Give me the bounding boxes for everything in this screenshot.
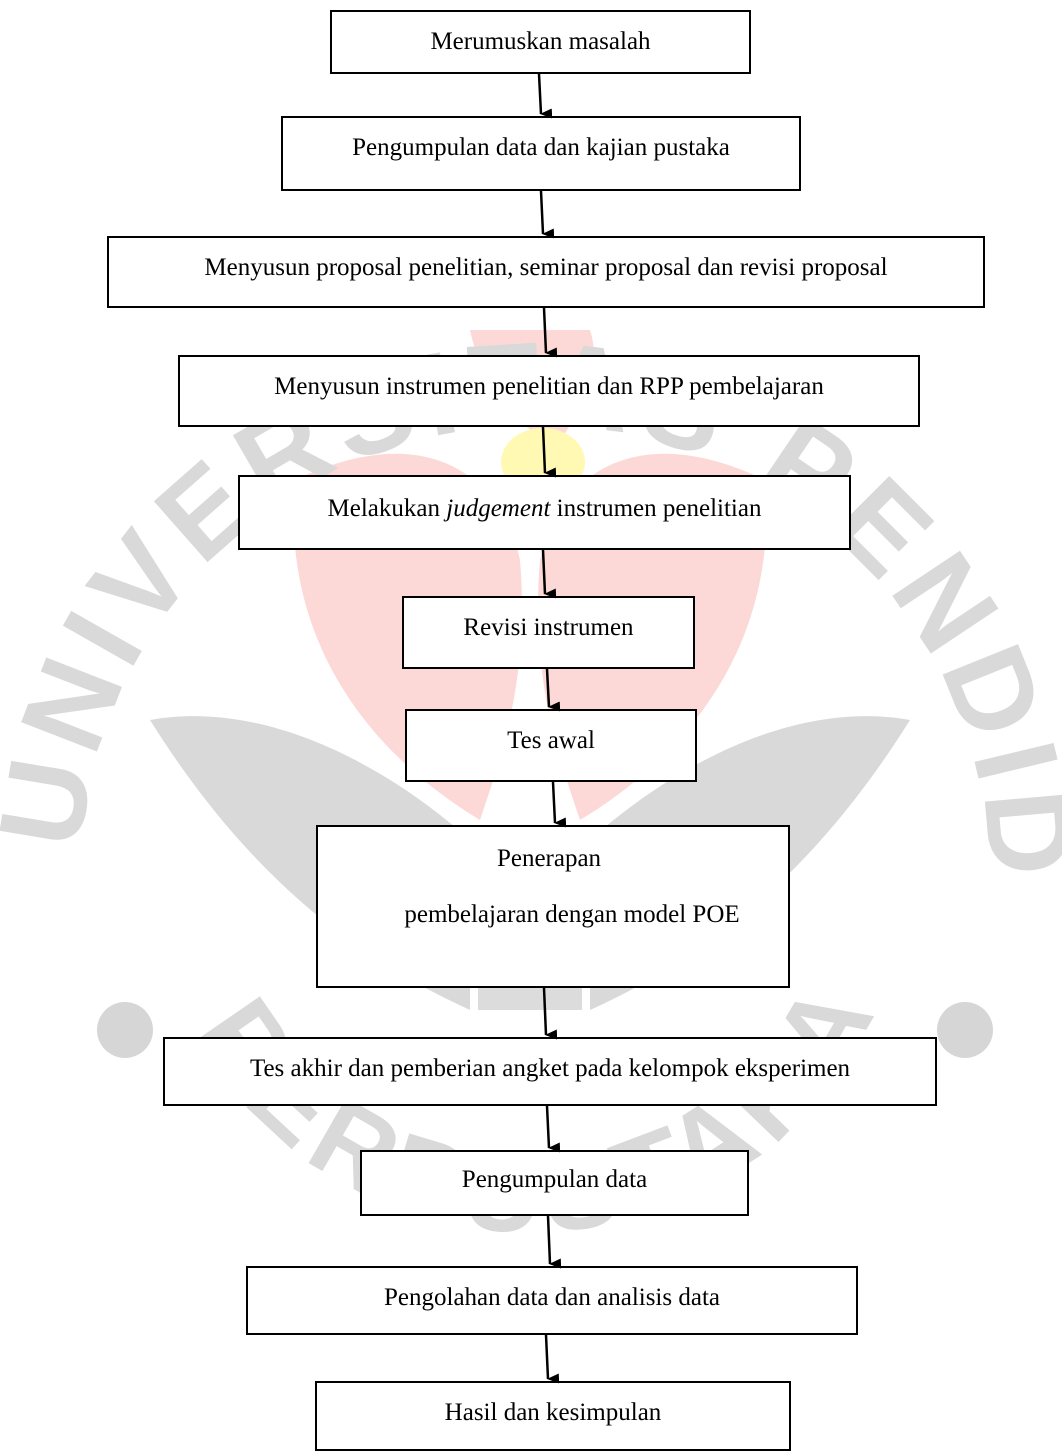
step-label-italic: judgement	[446, 495, 551, 522]
step-label: Pengumpulan data	[461, 1166, 648, 1193]
arrow-11	[544, 1334, 560, 1384]
step-judgement-instrumen: Melakukan judgement instrumen penelitian	[238, 475, 851, 550]
arrow-8	[542, 987, 558, 1040]
step-penerapan-pembelajaran: Penerapan pembelajaran dengan model POE	[316, 825, 790, 988]
arrow-3	[542, 307, 558, 358]
step-menyusun-instrumen: Menyusun instrumen penelitian dan RPP pe…	[178, 355, 920, 427]
arrow-2	[539, 190, 555, 239]
step-label: Melakukan judgement instrumen penelitian	[328, 493, 762, 525]
arrow-10	[546, 1215, 562, 1269]
step-pengumpulan-data-kajian: Pengumpulan data dan kajian pustaka	[281, 116, 801, 191]
step-tes-awal: Tes awal	[405, 709, 697, 782]
seal-right-dot	[937, 1002, 993, 1058]
step-label-line2: pembelajaran dengan model POE	[404, 901, 740, 928]
step-label: Tes awal	[507, 727, 595, 754]
seal-left-dot	[97, 1002, 153, 1058]
step-tes-akhir-angket: Tes akhir dan pemberian angket pada kelo…	[163, 1037, 937, 1106]
arrow-6	[545, 668, 561, 712]
arrow-9	[545, 1105, 561, 1153]
step-pengumpulan-data: Pengumpulan data	[360, 1150, 749, 1216]
step-revisi-instrumen: Revisi instrumen	[402, 596, 695, 669]
step-label: Hasil dan kesimpulan	[444, 1399, 662, 1426]
step-label: Pengumpulan data dan kajian pustaka	[352, 134, 730, 161]
step-label: Pengolahan data dan analisis data	[384, 1284, 720, 1311]
arrow-7	[551, 781, 567, 828]
arrow-5	[541, 549, 557, 599]
step-menyusun-proposal: Menyusun proposal penelitian, seminar pr…	[107, 236, 985, 308]
step-label-prefix: Melakukan	[327, 495, 440, 522]
step-label: Merumuskan masalah	[430, 28, 651, 55]
step-label: Menyusun proposal penelitian, seminar pr…	[204, 254, 888, 281]
step-pengolahan-analisis: Pengolahan data dan analisis data	[246, 1266, 858, 1335]
arrow-4	[541, 426, 557, 478]
step-label-line1: Penerapan	[496, 845, 602, 872]
step-label: Menyusun instrumen penelitian dan RPP pe…	[274, 373, 824, 400]
step-label: Tes akhir dan pemberian angket pada kelo…	[249, 1055, 851, 1082]
step-label-suffix: instrumen penelitian	[556, 495, 762, 522]
step-merumuskan-masalah: Merumuskan masalah	[330, 10, 751, 74]
arrow-1	[537, 73, 553, 119]
step-label: Revisi instrumen	[463, 614, 634, 641]
